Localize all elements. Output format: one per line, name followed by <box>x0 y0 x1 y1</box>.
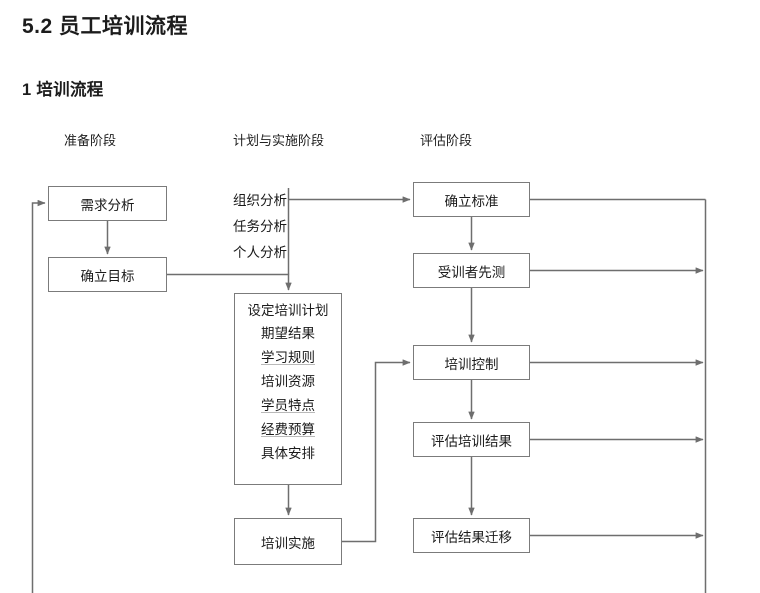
training-plan-item-expected-result: 期望结果 <box>261 326 315 341</box>
training-plan-item-resources: 培训资源 <box>261 374 315 389</box>
node-evaluate-result-transfer: 评估结果迁移 <box>413 518 530 553</box>
node-demand-analysis: 需求分析 <box>48 186 167 221</box>
edge-shishi-to-kongzhi <box>342 359 411 543</box>
analysis-item-individual: 个人分析 <box>233 245 287 260</box>
analysis-item-task: 任务分析 <box>233 219 287 234</box>
node-training-control: 培训控制 <box>413 345 530 380</box>
node-evaluate-training-result: 评估培训结果 <box>413 422 530 457</box>
edge-feedback-to-xuqiu <box>31 199 46 593</box>
training-plan-item-budget: 经费预算 <box>261 422 315 437</box>
edge-mubiao-to-jihua <box>167 273 292 291</box>
training-plan-item-learning-rules: 学习规则 <box>261 350 315 365</box>
node-establish-objective: 确立目标 <box>48 257 167 292</box>
node-establish-criteria: 确立标准 <box>413 182 530 217</box>
node-training-plan: 设定培训计划 期望结果 学习规则 培训资源 学员特点 经费预算 具体安排 <box>234 293 342 485</box>
training-plan-item-schedule: 具体安排 <box>261 446 315 461</box>
column-header-plan-implement: 计划与实施阶段 <box>233 133 325 148</box>
training-plan-header: 设定培训计划 <box>247 303 329 318</box>
analysis-text-list: 组织分析 任务分析 个人分析 <box>233 188 287 266</box>
column-header-evaluation: 评估阶段 <box>420 133 473 148</box>
section-title: 1 培训流程 <box>22 81 104 99</box>
training-plan-item-trainee-traits: 学员特点 <box>261 398 315 413</box>
column-header-preparation: 准备阶段 <box>64 133 117 148</box>
node-training-implementation: 培训实施 <box>234 518 342 565</box>
page-title: 5.2 员工培训流程 <box>22 15 189 38</box>
analysis-item-organization: 组织分析 <box>233 193 287 208</box>
node-trainee-pretest: 受训者先测 <box>413 253 530 288</box>
